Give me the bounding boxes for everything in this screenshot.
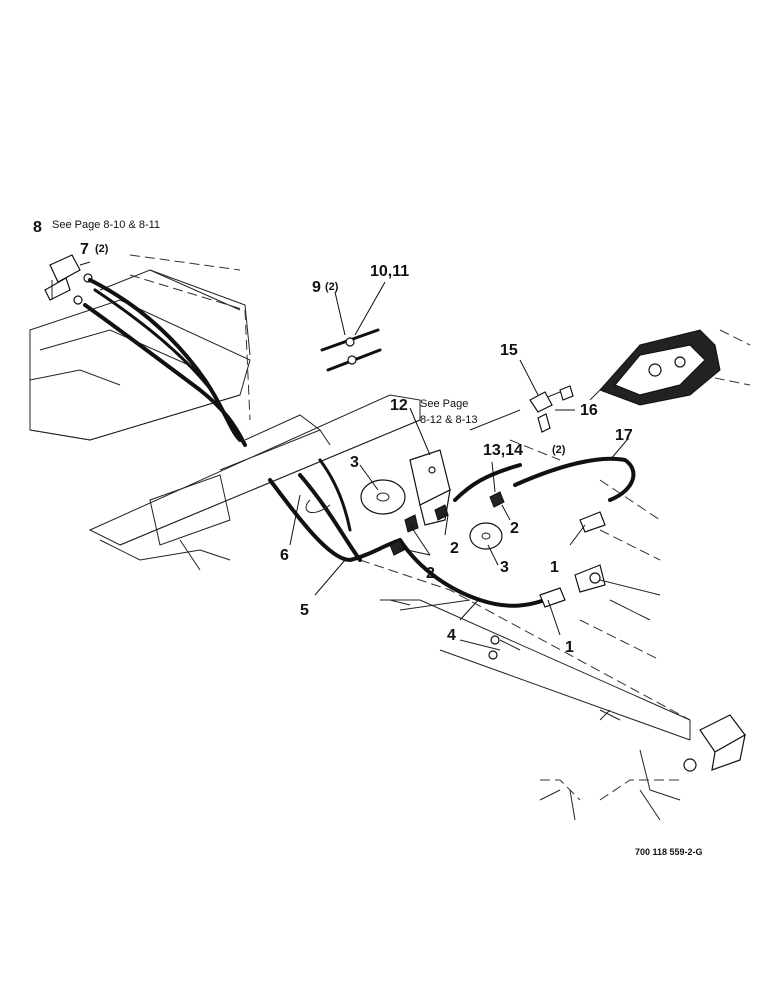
machine-frame xyxy=(29,254,751,821)
hoses xyxy=(83,278,636,608)
callout-1a: 1 xyxy=(550,559,559,576)
callout-1b: 1 xyxy=(565,639,574,656)
callout-16: 16 xyxy=(580,402,598,419)
callout-13-14: 13,14 xyxy=(483,442,523,459)
callout-3a: 3 xyxy=(350,454,359,471)
callout-2c: 2 xyxy=(426,565,435,582)
callout-10-11: 10,11 xyxy=(370,263,409,280)
callout-13-14-qty: (2) xyxy=(552,444,566,456)
hydraulic-cylinder xyxy=(44,254,93,305)
callout-7: 7 xyxy=(80,241,89,258)
callout-2a: 2 xyxy=(450,540,459,557)
callout-12-note-line2: 8-12 & 8-13 xyxy=(420,414,477,426)
callout-12-note-line1: See Page xyxy=(420,398,468,410)
callout-8-note: See Page 8-10 & 8-11 xyxy=(52,219,160,231)
callout-12: 12 xyxy=(390,397,408,414)
callout-6: 6 xyxy=(280,547,289,564)
callout-8: 8 xyxy=(33,219,42,236)
leader-lines xyxy=(79,261,628,636)
callout-7-qty: (2) xyxy=(95,243,109,255)
callout-3b: 3 xyxy=(500,559,509,576)
callout-labels: 8 See Page 8-10 & 8-11 7 (2) 9 (2) 10,11… xyxy=(33,219,703,857)
fittings xyxy=(320,328,746,772)
callout-9: 9 xyxy=(312,279,321,296)
callout-9-qty: (2) xyxy=(325,281,339,293)
callout-15: 15 xyxy=(500,342,518,359)
callout-2b: 2 xyxy=(510,520,519,537)
pump-gearbox xyxy=(589,329,721,406)
callout-17: 17 xyxy=(615,427,633,444)
part-number: 700 118 559-2-G xyxy=(635,847,703,857)
callout-4: 4 xyxy=(447,627,456,644)
callout-5: 5 xyxy=(300,602,309,619)
